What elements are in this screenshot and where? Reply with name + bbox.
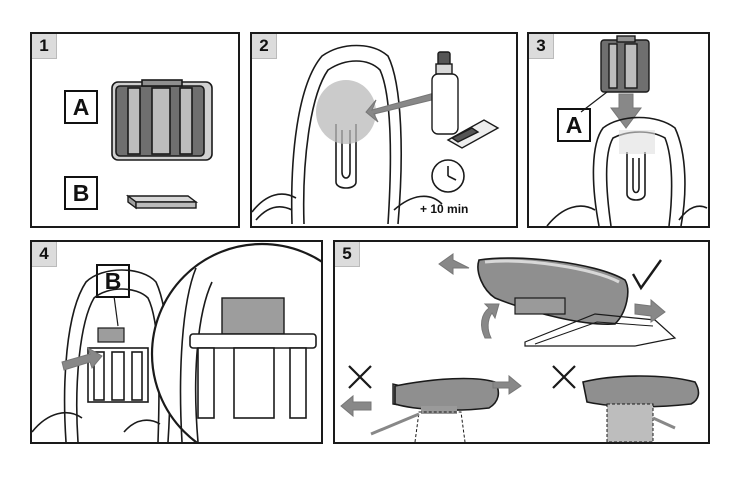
step-number: 3 bbox=[529, 34, 554, 59]
pull-right-arrow bbox=[492, 374, 522, 395]
clock-icon bbox=[431, 159, 465, 193]
cleaning-arrow bbox=[365, 91, 441, 123]
slide-arrow bbox=[634, 298, 666, 323]
pad-b-small bbox=[97, 327, 125, 343]
step-3-illustration bbox=[546, 35, 708, 226]
seat-back bbox=[546, 116, 708, 226]
step-number: 2 bbox=[252, 34, 277, 59]
step-1-illustration bbox=[111, 79, 213, 210]
part-a-clip bbox=[111, 79, 213, 161]
part-b-pad bbox=[125, 194, 199, 210]
clean-area bbox=[316, 80, 376, 144]
timer-label: + 10 min bbox=[420, 202, 469, 216]
check-icon bbox=[631, 259, 662, 291]
correct-removal bbox=[438, 253, 677, 347]
step-3-panel: 3 A bbox=[527, 32, 710, 228]
rotate-arrow bbox=[481, 303, 500, 339]
step-2-panel: 2 + 10 min bbox=[250, 32, 518, 228]
pad-b-magnified bbox=[221, 297, 285, 335]
cleaning-wipe bbox=[446, 119, 500, 149]
step-4-illustration bbox=[32, 242, 321, 442]
step-5-illustration bbox=[340, 253, 700, 442]
label-b: B bbox=[64, 176, 98, 210]
wrong-removal-1 bbox=[340, 365, 522, 442]
magnified-view bbox=[150, 242, 321, 442]
press-arrow bbox=[61, 346, 103, 371]
cross-icon bbox=[348, 365, 372, 389]
label-a: A bbox=[64, 90, 98, 124]
step-5-panel: 5 bbox=[333, 240, 710, 444]
label-a: A bbox=[557, 108, 591, 142]
pull-left-arrow bbox=[340, 394, 372, 418]
cross-icon bbox=[552, 365, 576, 389]
insert-arrow bbox=[610, 93, 642, 129]
cleaner-bottle bbox=[431, 51, 459, 135]
step-2-illustration bbox=[252, 44, 500, 225]
wrong-removal-2 bbox=[552, 365, 700, 442]
step-1-panel: 1 A B bbox=[30, 32, 240, 228]
lift-arrow bbox=[438, 253, 470, 275]
seat-back bbox=[252, 44, 443, 225]
seat-back bbox=[32, 269, 171, 442]
step-number: 4 bbox=[32, 242, 57, 267]
step-4-panel: 4 B bbox=[30, 240, 323, 444]
step-number: 5 bbox=[335, 242, 360, 267]
part-a-clip bbox=[600, 35, 650, 93]
step-number: 1 bbox=[32, 34, 57, 59]
